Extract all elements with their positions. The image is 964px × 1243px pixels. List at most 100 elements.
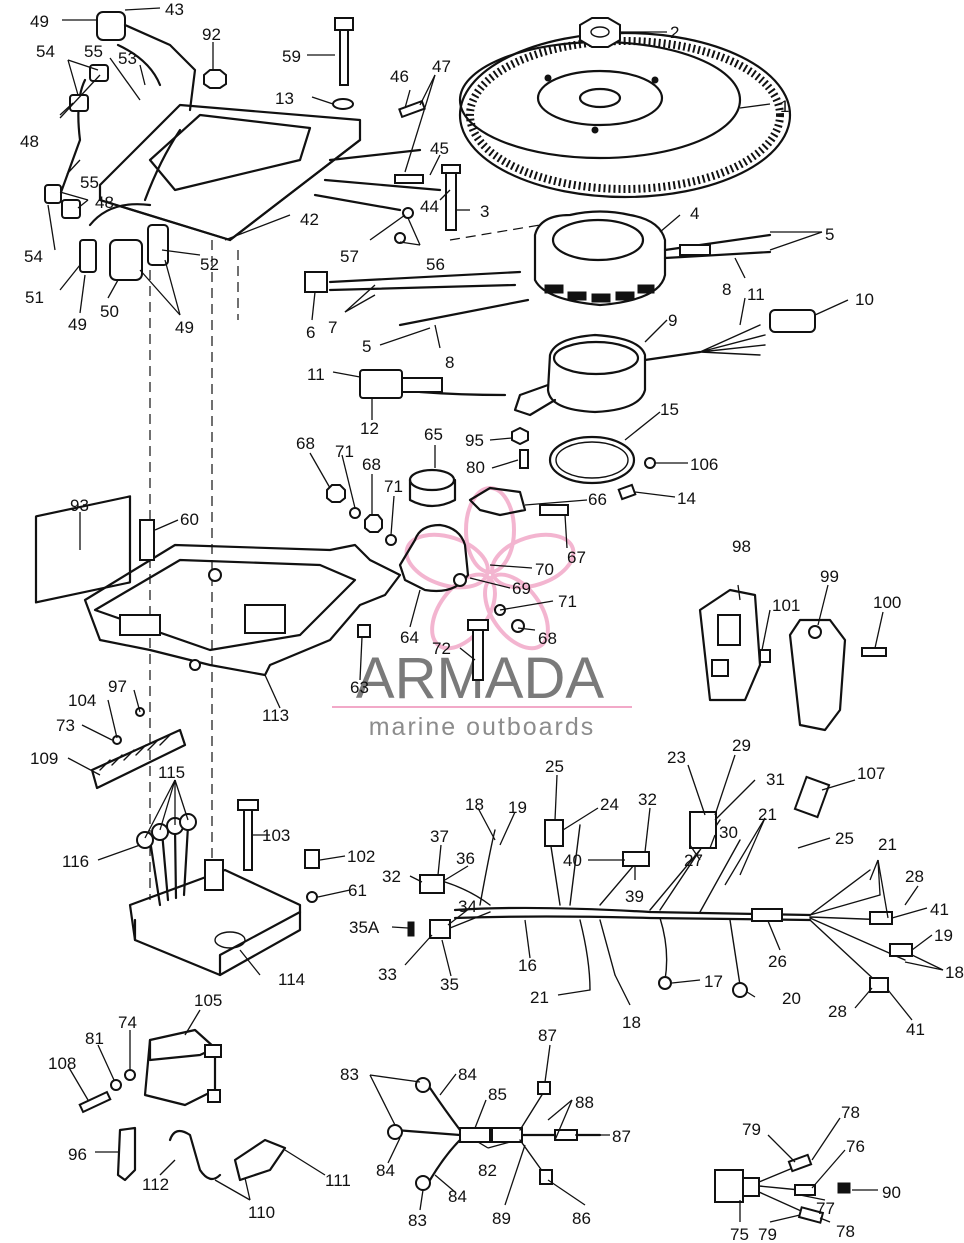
retaining-ring (548, 435, 636, 485)
callout-4: 4 (690, 204, 699, 223)
callout-40: 40 (563, 851, 582, 870)
callout-64: 64 (400, 628, 419, 647)
ignition-coil (78, 1028, 287, 1182)
callout-101: 101 (772, 596, 800, 615)
callout-99: 99 (820, 567, 839, 586)
callout-85: 85 (488, 1085, 507, 1104)
callout-98: 98 (732, 537, 751, 556)
callout-83: 83 (408, 1211, 427, 1230)
callout-102: 102 (347, 847, 375, 866)
callout-27: 27 (684, 851, 703, 870)
callout-50: 50 (100, 302, 119, 321)
callout-63: 63 (350, 678, 369, 697)
callout-41: 41 (906, 1020, 925, 1039)
callout-44: 44 (420, 197, 439, 216)
callout-1: 1 (780, 97, 789, 116)
callout-43: 43 (165, 0, 184, 19)
callout-75: 75 (730, 1225, 749, 1243)
callout-11: 11 (307, 365, 325, 384)
alignment-lines (149, 224, 541, 900)
callout-106: 106 (690, 455, 718, 474)
callout-9: 9 (668, 311, 677, 330)
callout-39: 39 (625, 887, 644, 906)
callout-10: 10 (855, 290, 874, 309)
callout-68: 68 (362, 455, 381, 474)
callout-79: 79 (758, 1225, 777, 1243)
callout-41: 41 (930, 900, 949, 919)
callout-30: 30 (719, 823, 738, 842)
callout-55: 55 (84, 42, 103, 61)
callout-83: 83 (340, 1065, 359, 1084)
callout-28: 28 (828, 1002, 847, 1021)
callout-107: 107 (857, 764, 885, 783)
callout-55: 55 (80, 173, 99, 192)
callout-34: 34 (458, 897, 477, 916)
callout-18: 18 (622, 1013, 641, 1032)
callout-82: 82 (478, 1161, 497, 1180)
callout-81: 81 (85, 1029, 104, 1048)
leader-lines (47, 7, 944, 1223)
callout-84: 84 (376, 1161, 395, 1180)
callout-56: 56 (426, 255, 445, 274)
hardware-top (203, 17, 461, 231)
callout-16: 16 (518, 956, 537, 975)
wiring-harness (407, 775, 913, 998)
callout-11: 11 (747, 285, 765, 304)
watermark-tagline: marine outboards (369, 713, 596, 741)
callout-28: 28 (905, 867, 924, 886)
callout-25: 25 (835, 829, 854, 848)
callout-20: 20 (782, 989, 801, 1008)
callout-51: 51 (25, 288, 44, 307)
callout-69: 69 (512, 579, 531, 598)
connectors-top (304, 244, 711, 399)
callout-35: 35 (440, 975, 459, 994)
callout-60: 60 (180, 510, 199, 529)
switch-box (128, 799, 320, 977)
callout-57: 57 (340, 247, 359, 266)
callout-45: 45 (430, 139, 449, 158)
callout-48: 48 (95, 193, 114, 212)
decal-plate (34, 495, 132, 604)
callout-5: 5 (362, 337, 371, 356)
callout-48: 48 (20, 132, 39, 151)
callout-68: 68 (296, 434, 315, 453)
rectifier (698, 588, 887, 732)
watermark: ARMADA marine outboards (332, 486, 632, 741)
callout-46: 46 (390, 67, 409, 86)
callout-78: 78 (841, 1103, 860, 1122)
callout-49: 49 (30, 12, 49, 31)
callout-112: 112 (142, 1175, 169, 1194)
callout-113: 113 (262, 706, 289, 725)
callout-71: 71 (384, 477, 403, 496)
callout-18: 18 (945, 963, 964, 982)
callout-19: 19 (508, 798, 527, 817)
callout-6: 6 (306, 323, 315, 342)
callout-42: 42 (300, 210, 319, 229)
callout-36: 36 (456, 849, 475, 868)
callout-19: 19 (934, 926, 953, 945)
callout-79: 79 (742, 1120, 761, 1139)
callout-18: 18 (465, 795, 484, 814)
callout-61: 61 (348, 881, 367, 900)
callout-89: 89 (492, 1209, 511, 1228)
callout-66: 66 (588, 490, 607, 509)
callout-54: 54 (36, 42, 55, 61)
callout-90: 90 (882, 1183, 901, 1202)
power-pack (98, 99, 442, 244)
callout-103: 103 (262, 826, 290, 845)
callout-21: 21 (878, 835, 897, 854)
callout-32: 32 (382, 867, 401, 886)
callout-35A: 35A (349, 918, 380, 937)
callout-84: 84 (448, 1187, 467, 1206)
callout-92: 92 (202, 25, 221, 44)
callout-100: 100 (873, 593, 901, 612)
callout-111: 111 (325, 1171, 351, 1190)
callout-21: 21 (530, 988, 549, 1007)
callout-14: 14 (677, 489, 696, 508)
solenoid (326, 426, 569, 681)
callout-8: 8 (722, 280, 731, 299)
callout-26: 26 (768, 952, 787, 971)
callout-109: 109 (30, 749, 58, 768)
